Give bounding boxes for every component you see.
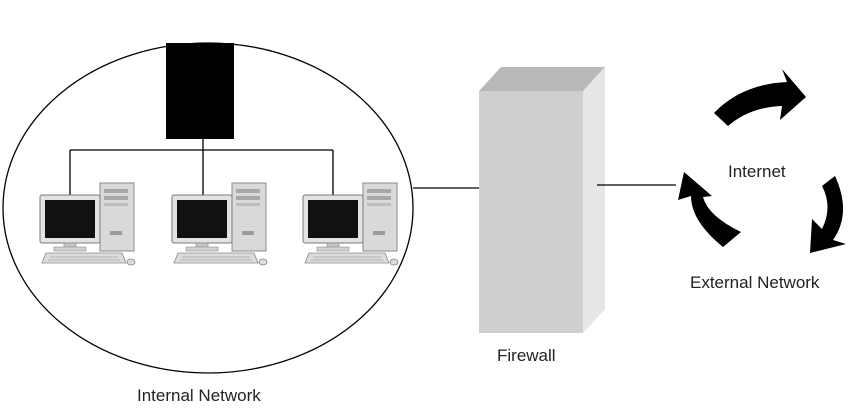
internal-network-label: Internal Network xyxy=(137,386,261,405)
server-icon xyxy=(166,43,234,139)
desktop-computer-icon xyxy=(302,182,399,266)
circular-arrows-icon xyxy=(678,69,846,253)
external-network-label: External Network xyxy=(690,273,820,292)
internal-connection-lines xyxy=(69,139,334,198)
desktop-computer-icon xyxy=(171,182,268,266)
internet-label: Internet xyxy=(728,162,786,181)
firewall-block-icon xyxy=(479,67,605,333)
desktop-computer-icon xyxy=(39,182,136,266)
firewall-label: Firewall xyxy=(497,346,556,365)
